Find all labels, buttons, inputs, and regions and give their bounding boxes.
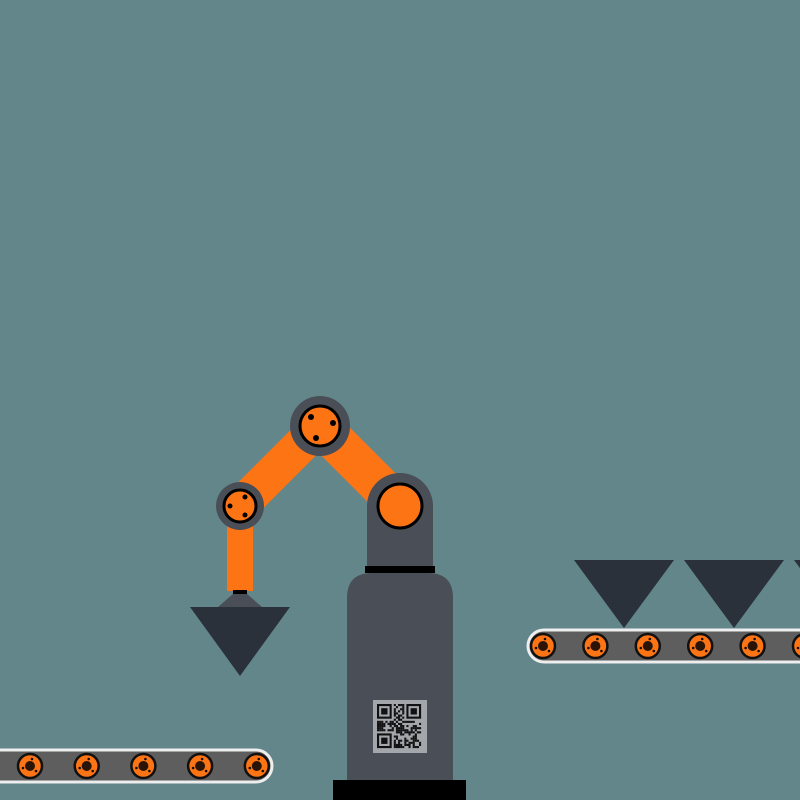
conveyor-roller <box>73 752 100 780</box>
conveyor-item <box>684 560 784 628</box>
bolt-icon <box>330 420 336 426</box>
conveyor-roller <box>529 632 557 660</box>
robot-base <box>333 780 466 800</box>
conveyor-roller <box>634 632 662 660</box>
conveyor-roller <box>130 752 157 780</box>
conveyor-item <box>794 560 800 569</box>
shoulder-joint <box>376 482 424 530</box>
conveyor-roller <box>186 752 214 780</box>
right-conveyor <box>526 628 800 664</box>
wrist-joint-cap <box>222 488 258 524</box>
bolt-icon <box>242 494 248 500</box>
bolt-icon <box>227 503 233 509</box>
conveyor-roller <box>739 632 766 660</box>
elbow-joint-cap <box>298 404 342 448</box>
shoulder-collar <box>365 566 435 573</box>
conveyor-roller <box>686 632 714 660</box>
bolt-icon <box>308 414 314 420</box>
conveyor-item <box>574 560 674 628</box>
conveyor-roller <box>791 633 800 659</box>
conveyor-roller <box>243 752 271 780</box>
held-item <box>190 607 290 676</box>
bolt-icon <box>313 435 319 441</box>
conveyor-items <box>574 560 800 628</box>
conveyor-roller <box>16 752 44 780</box>
bolt-icon <box>242 512 248 518</box>
left-conveyor <box>0 748 274 784</box>
robot-arm <box>190 396 466 800</box>
gripper-mount <box>218 594 262 607</box>
wrist-collar <box>233 590 247 594</box>
conveyor-roller <box>582 632 609 660</box>
qr-code-icon <box>373 700 427 753</box>
